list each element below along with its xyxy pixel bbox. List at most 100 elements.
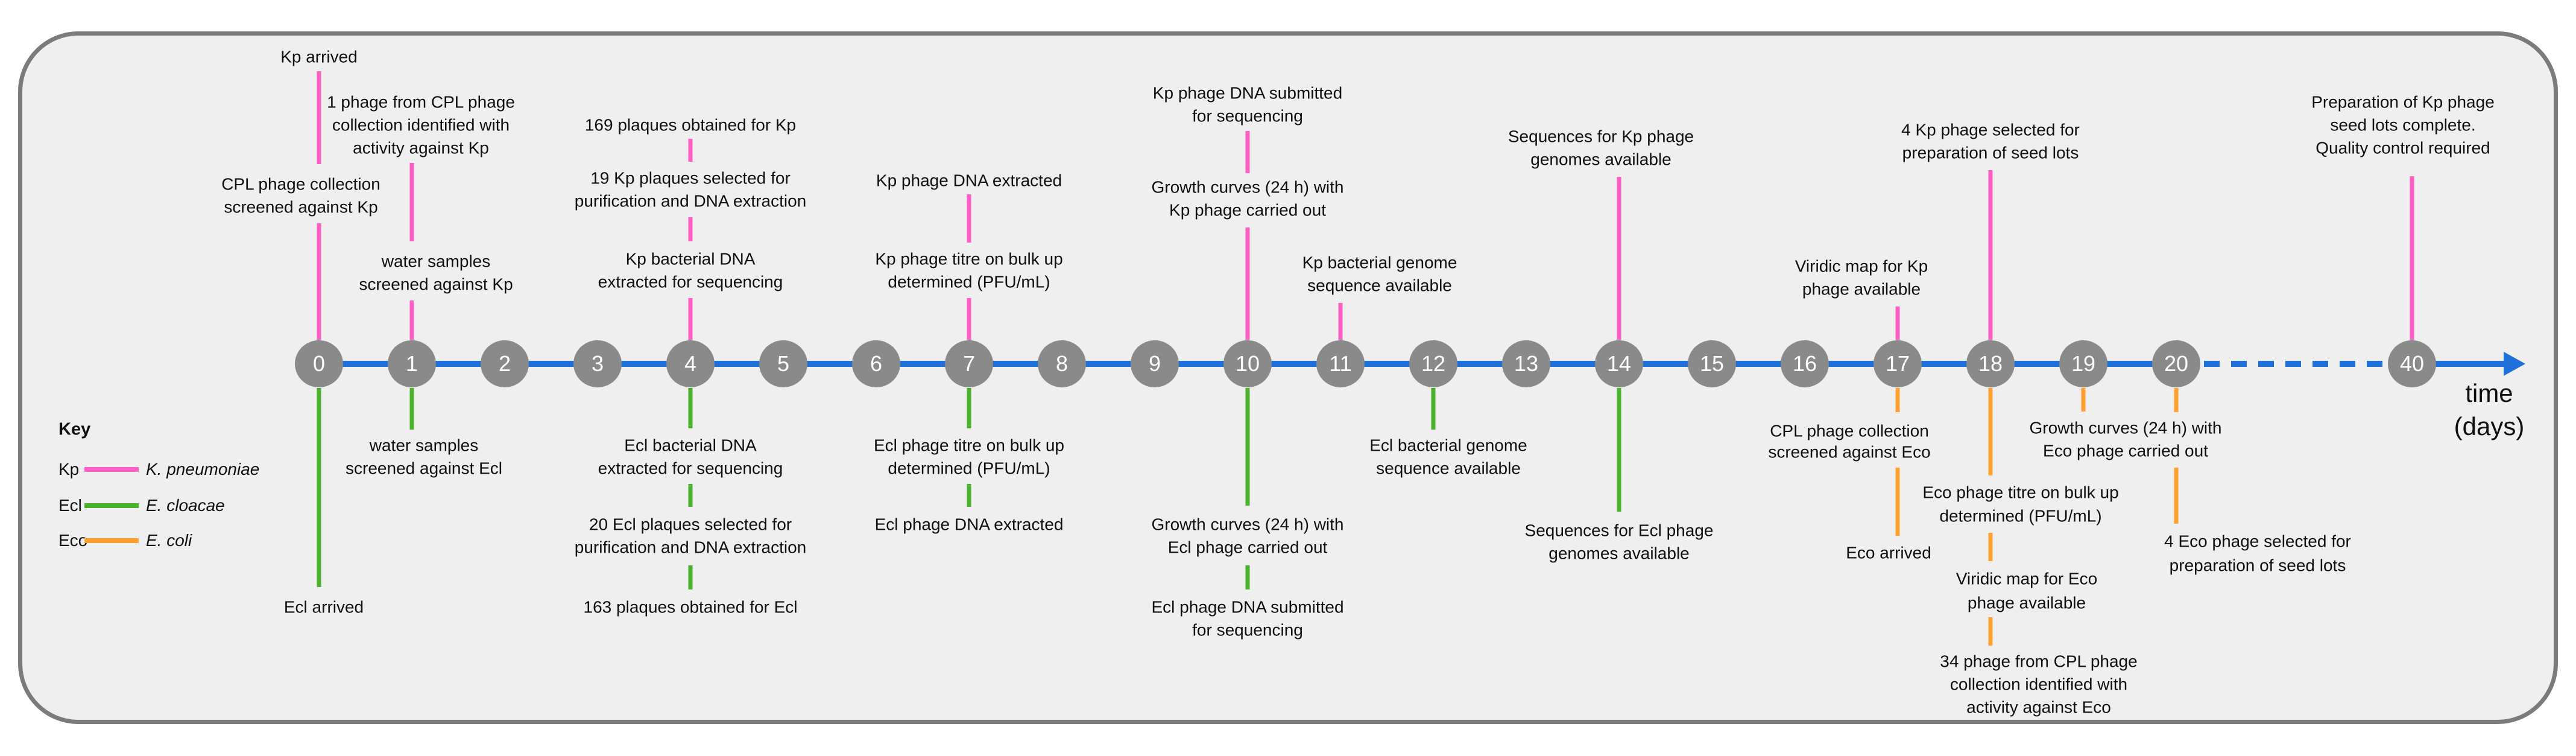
event-label-line: Eco arrived — [1846, 543, 1931, 562]
node-day-label: 3 — [591, 351, 604, 376]
timeline-node-day-8: 8 — [1038, 340, 1086, 387]
key-species-Kp: K. pneumoniae — [146, 460, 260, 478]
timeline-node-day-1: 1 — [388, 340, 436, 387]
event-label-line: 169 plaques obtained for Kp — [584, 115, 797, 135]
event-label-line: phage available — [1802, 279, 1921, 299]
node-day-label: 17 — [1885, 351, 1910, 376]
timeline-node-day-16: 16 — [1781, 340, 1829, 387]
timeline-node-day-3: 3 — [573, 340, 622, 387]
event-connector — [2410, 176, 2414, 340]
timeline-node-day-15: 15 — [1688, 340, 1736, 387]
event-connector — [1431, 388, 1436, 430]
event-label-line: Ecl bacterial DNA — [624, 436, 757, 455]
event-label-line: Growth curves (24 h) with — [2029, 418, 2222, 437]
node-day-label: 13 — [1514, 351, 1539, 376]
event-label-line: screened against Eco — [1768, 442, 1931, 462]
arrow-right-icon — [2504, 352, 2525, 376]
event-label-line: CPL phage collection — [221, 174, 380, 194]
event-connector — [1617, 177, 1621, 340]
node-day-label: 19 — [2071, 351, 2096, 376]
event-connector — [1988, 388, 1993, 475]
node-day-label: 11 — [1329, 351, 1352, 376]
node-day-label: 9 — [1148, 351, 1161, 376]
event-connector — [1895, 468, 1900, 536]
node-day-label: 7 — [962, 351, 976, 376]
node-day-label: 4 — [684, 351, 697, 376]
event-label-line: Eco phage carried out — [2043, 441, 2208, 460]
timeline-node-day-12: 12 — [1409, 340, 1457, 387]
event-connector — [1245, 131, 1250, 173]
event-label-line: extracted for sequencing — [598, 459, 783, 478]
node-day-label: 20 — [2164, 351, 2189, 376]
event-label-line: Ecl phage DNA submitted — [1151, 597, 1344, 617]
event-label-line: screened against Ecl — [346, 459, 502, 478]
timeline-node-day-9: 9 — [1131, 340, 1179, 387]
event-connector — [967, 388, 971, 428]
timeline-node-day-20: 20 — [2152, 340, 2200, 387]
event-connector — [317, 388, 321, 587]
timeline-node-day-6: 6 — [852, 340, 900, 387]
event-label-line: Quality control required — [2316, 138, 2490, 157]
event-label-line: determined (PFU/mL) — [888, 272, 1050, 291]
event-label-line: Kp phage carried out — [1169, 200, 1326, 220]
event-connector — [409, 300, 414, 340]
event-label-line: for sequencing — [1192, 620, 1303, 640]
key-swatch-Kp — [84, 467, 139, 472]
event-label-line: Sequences for Kp phage — [1507, 127, 1694, 146]
node-day-label: 1 — [405, 351, 418, 376]
node-day-label: 14 — [1606, 351, 1632, 376]
event-label-line: collection identified with — [1949, 675, 2128, 694]
event-connector — [1895, 388, 1900, 412]
event-connector — [1988, 617, 1993, 646]
event-label-line: activity against Eco — [1966, 697, 2111, 717]
event-label-line: water samples — [381, 252, 491, 271]
event-connector — [1895, 307, 1900, 340]
event-label-line: screened against Kp — [224, 197, 378, 217]
event-label-line: genomes available — [1530, 150, 1672, 169]
event-label-line: determined (PFU/mL) — [888, 459, 1050, 478]
key-species-Eco: E. coli — [146, 531, 192, 550]
event-connector — [688, 139, 693, 162]
event-connector — [1338, 303, 1343, 340]
event-label-line: genomes available — [1548, 544, 1690, 563]
event-label-line: Preparation of Kp phage — [2311, 92, 2495, 112]
node-day-label: 12 — [1421, 351, 1446, 376]
event-label-line: activity against Kp — [353, 138, 489, 157]
event-label-line: 1 phage from CPL phage — [327, 92, 515, 112]
event-label-line: Viridic map for Kp — [1795, 256, 1928, 276]
event-label-line: Growth curves (24 h) with — [1151, 515, 1344, 534]
event-connector — [967, 484, 971, 507]
event-connector — [1245, 388, 1250, 506]
node-day-label: 0 — [312, 351, 326, 376]
node-day-label: 18 — [1978, 351, 2003, 376]
key-swatch-Ecl — [84, 503, 139, 508]
key-abbr-Ecl: Ecl — [58, 496, 82, 515]
timeline-node-day-7: 7 — [945, 340, 993, 387]
event-label-line: Kp phage DNA submitted — [1152, 83, 1343, 103]
key-swatch-Eco — [84, 538, 139, 543]
event-connector — [688, 298, 693, 340]
node-day-label: 6 — [870, 351, 883, 376]
event-label-line: CPL phage collection — [1770, 421, 1929, 440]
event-connector — [409, 388, 414, 430]
event-label-line: Growth curves (24 h) with — [1151, 177, 1344, 197]
key-species-Ecl: E. cloacae — [146, 496, 225, 515]
event-label-line: Kp arrived — [280, 47, 358, 66]
timeline-node-day-40: 40 — [2388, 340, 2436, 387]
event-label-line: 4 Eco phage selected for — [2164, 532, 2351, 551]
timeline-node-day-5: 5 — [759, 340, 807, 387]
event-label-line: screened against Kp — [359, 275, 513, 294]
event-label-line: Ecl arrived — [283, 597, 364, 617]
node-day-label: 16 — [1792, 351, 1817, 376]
event-connector — [1988, 533, 1993, 561]
timeline-node-day-10: 10 — [1223, 340, 1272, 387]
event-connector — [2174, 468, 2179, 524]
event-connector — [1617, 388, 1621, 512]
timeline-node-day-11: 11 — [1316, 340, 1365, 387]
event-label-line: purification and DNA extraction — [574, 191, 807, 211]
event-label-line: phage available — [1967, 593, 2086, 612]
event-label-line: determined (PFU/mL) — [1939, 506, 2102, 526]
event-label-line: Viridic map for Eco — [1956, 569, 2098, 588]
node-day-label: 40 — [2399, 351, 2425, 376]
